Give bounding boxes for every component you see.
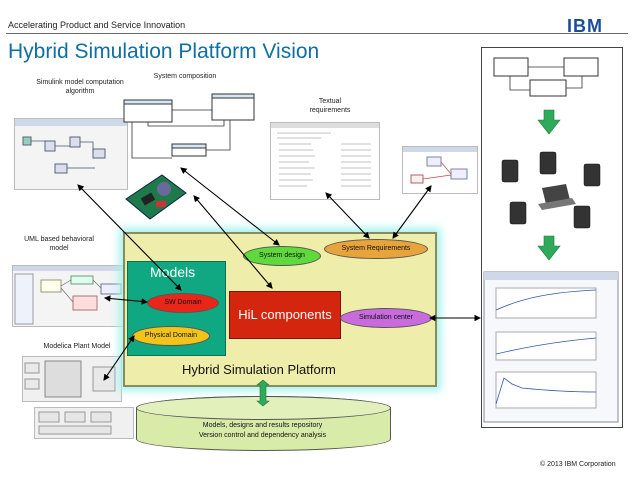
simulink-label: Simulink model computation algorithm [36, 79, 124, 95]
platform-label: Hybrid Simulation Platform [182, 362, 336, 377]
system-requirements-node: System Requirements [324, 239, 428, 259]
system-composition-label: System composition [153, 73, 217, 80]
header-divider [6, 33, 628, 34]
uml-label: UML based behavioral model [24, 236, 94, 252]
repository-line-2: Version control and dependency analysis [198, 432, 327, 439]
ibm-logo: IBM [567, 16, 603, 37]
page-title: Hybrid Simulation Platform Vision [8, 40, 320, 63]
physical-domain-node: Physical Domain [132, 326, 210, 346]
simulation-screenshot [402, 146, 478, 194]
textual-requirements-document [270, 122, 380, 200]
textual-requirements-label: Textual requirements [309, 98, 351, 114]
simulink-screenshot [14, 118, 128, 190]
copyright: © 2013 IBM Corporation [540, 461, 616, 468]
hil-components-box: HiL components [229, 291, 341, 339]
system-composition-diagram [120, 86, 256, 168]
repository-text: Models, designs and results repository V… [146, 421, 379, 441]
repository-line-1: Models, designs and results repository [202, 422, 323, 429]
simulation-cluster-graphics [482, 48, 620, 424]
modelica-detail-screenshot [34, 407, 134, 439]
tagline: Accelerating Product and Service Innovat… [8, 20, 186, 30]
modelica-label: Modelica Plant Model [43, 343, 111, 350]
